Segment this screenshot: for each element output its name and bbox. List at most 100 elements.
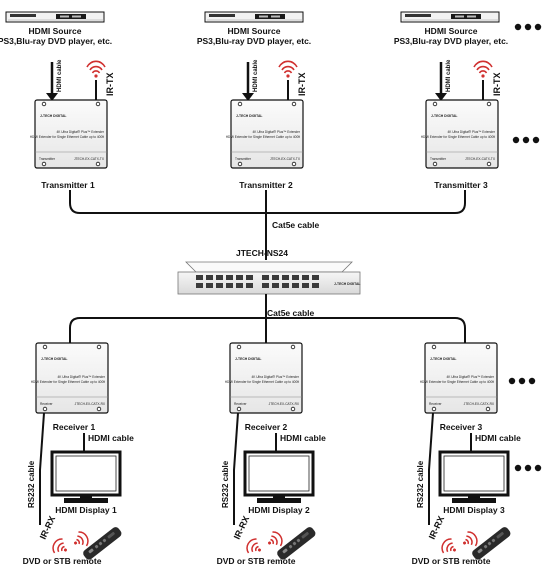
irtx-label: IR-TX xyxy=(492,73,502,97)
switch-port xyxy=(262,283,269,288)
ir-signal-icon xyxy=(246,538,261,554)
switch-port xyxy=(302,283,309,288)
device-brand: J-TECH DIGITAL xyxy=(430,357,457,361)
source-label-line1: HDMI Source xyxy=(425,26,478,36)
switch-port xyxy=(272,283,279,288)
hdmi-cable-label: HDMI cable xyxy=(88,433,134,443)
transmitter-1: J-TECH DIGITAL 4K Ultra Digital® Plus™ E… xyxy=(30,99,108,190)
switch-port xyxy=(196,275,203,280)
transmitter-3: J-TECH DIGITAL 4K Ultra Digital® Plus™ E… xyxy=(421,99,499,190)
switch-port xyxy=(216,283,223,288)
remote-control-icon xyxy=(277,527,316,560)
more-dots-icon xyxy=(514,23,542,31)
device-footer-left: Receiver xyxy=(234,402,248,406)
more-dots-icon xyxy=(508,377,536,385)
receiver-3: J-TECH DIGITAL 4K Ultra Digital® Plus™ E… xyxy=(412,342,521,566)
device-footer-right: JTECH-EX-CATX-TX xyxy=(270,157,301,161)
blu-ray-player-icon xyxy=(204,11,304,23)
source-label-line1: HDMI Source xyxy=(29,26,82,36)
source-group-1: HDMI Source PS3,Blu-ray DVD player, etc.… xyxy=(0,11,115,101)
device-footer-right: JTECH-EX-CATX-TX xyxy=(465,157,496,161)
ir-signal-icon xyxy=(74,531,89,547)
transmitter-label: Transmitter 1 xyxy=(41,180,95,190)
irtx-label: IR-TX xyxy=(105,73,115,97)
receiver-1: J-TECH DIGITAL 4K Ultra Digital® Plus™ E… xyxy=(23,342,134,566)
device-model-line2: HDMI Extender for Single Ethernet Cable … xyxy=(30,135,104,139)
device-model-line2: HDMI Extender for Single Ethernet Cable … xyxy=(421,135,495,139)
device-model-line1: 4K Ultra Digital® Plus™ Extender xyxy=(56,130,104,134)
switch-brand: J-TECH DIGITAL xyxy=(334,282,361,286)
rs232-cable-line xyxy=(428,412,434,525)
blu-ray-player-icon xyxy=(5,11,105,23)
device-footer-left: Transmitter xyxy=(235,157,252,161)
extender-box-icon xyxy=(425,99,499,169)
ir-signal-icon xyxy=(441,538,456,554)
switch-port xyxy=(196,283,203,288)
extender-box-icon xyxy=(424,342,498,414)
device-footer-right: JTECH-EX-CATX-RX xyxy=(464,402,495,406)
rs232-label: RS232 cable xyxy=(416,460,425,508)
device-model-line2: HDMI Extender for Single Ethernet Cable … xyxy=(226,135,300,139)
receiver-label: Receiver 1 xyxy=(53,422,96,432)
remote-control-icon xyxy=(83,527,122,560)
device-model-line1: 4K Ultra Digital® Plus™ Extender xyxy=(251,375,299,379)
switch-port xyxy=(246,275,253,280)
device-model-line2: HDMI Extender for Single Ethernet Cable … xyxy=(31,380,105,384)
hdmi-cable-label: HDMI cable xyxy=(280,433,326,443)
hdmi-cable-label: HDMI cable xyxy=(475,433,521,443)
device-footer-right: JTECH-EX-CATX-RX xyxy=(75,402,106,406)
receiver-label: Receiver 3 xyxy=(440,422,483,432)
switch-label: JTECH-NS24 xyxy=(236,248,288,258)
extender-box-icon xyxy=(35,342,109,414)
device-brand: J-TECH DIGITAL xyxy=(431,114,458,118)
ir-signal-icon xyxy=(278,60,298,78)
switch-port xyxy=(302,275,309,280)
transmitter-label: Transmitter 3 xyxy=(434,180,488,190)
cat5e-top-bus xyxy=(69,190,466,260)
receiver-label: Receiver 2 xyxy=(245,422,288,432)
source-label-line1: HDMI Source xyxy=(228,26,281,36)
rs232-cable-line xyxy=(233,412,239,525)
ir-signal-icon xyxy=(463,531,478,547)
switch-port xyxy=(282,283,289,288)
extender-box-icon xyxy=(34,99,108,169)
switch-port xyxy=(236,275,243,280)
monitor-icon xyxy=(438,450,510,503)
switch-port xyxy=(206,283,213,288)
switch-port xyxy=(312,283,319,288)
remote-label: DVD or STB remote xyxy=(23,556,102,566)
device-brand: J-TECH DIGITAL xyxy=(236,114,263,118)
extender-box-icon xyxy=(230,99,304,169)
hdmi-cable-label: HDMI cable xyxy=(446,59,452,92)
transmitter-label: Transmitter 2 xyxy=(239,180,293,190)
rs232-label: RS232 cable xyxy=(221,460,230,508)
switch-port xyxy=(206,275,213,280)
device-model-line1: 4K Ultra Digital® Plus™ Extender xyxy=(446,375,494,379)
device-footer-right: JTECH-EX-CATX-RX xyxy=(269,402,300,406)
arrow-down-icon xyxy=(46,93,58,101)
device-footer-left: Transmitter xyxy=(39,157,56,161)
switch-port xyxy=(272,275,279,280)
device-model-line2: HDMI Extender for Single Ethernet Cable … xyxy=(420,380,494,384)
ir-signal-icon xyxy=(268,531,283,547)
display-label: HDMI Display 2 xyxy=(248,505,310,515)
switch-port xyxy=(236,283,243,288)
device-model-line1: 4K Ultra Digital® Plus™ Extender xyxy=(57,375,105,379)
switch-port xyxy=(262,275,269,280)
device-footer-left: Transmitter xyxy=(430,157,447,161)
rs232-label: RS232 cable xyxy=(27,460,36,508)
device-footer-left: Receiver xyxy=(40,402,54,406)
source-label-line2: PS3,Blu-ray DVD player, etc. xyxy=(197,36,311,46)
source-label-line2: PS3,Blu-ray DVD player, etc. xyxy=(394,36,508,46)
device-brand: J-TECH DIGITAL xyxy=(40,114,67,118)
top-cable-label: Cat5e cable xyxy=(272,220,320,230)
switch-port xyxy=(292,275,299,280)
irtx-label: IR-TX xyxy=(297,73,307,97)
receiver-2: J-TECH DIGITAL 4K Ultra Digital® Plus™ E… xyxy=(217,342,326,566)
monitor-icon xyxy=(50,450,122,503)
source-group-3: HDMI Source PS3,Blu-ray DVD player, etc.… xyxy=(394,11,508,101)
bottom-cable-label: Cat5e cable xyxy=(267,308,315,318)
device-footer-left: Receiver xyxy=(429,402,443,406)
ir-signal-icon xyxy=(86,60,106,78)
